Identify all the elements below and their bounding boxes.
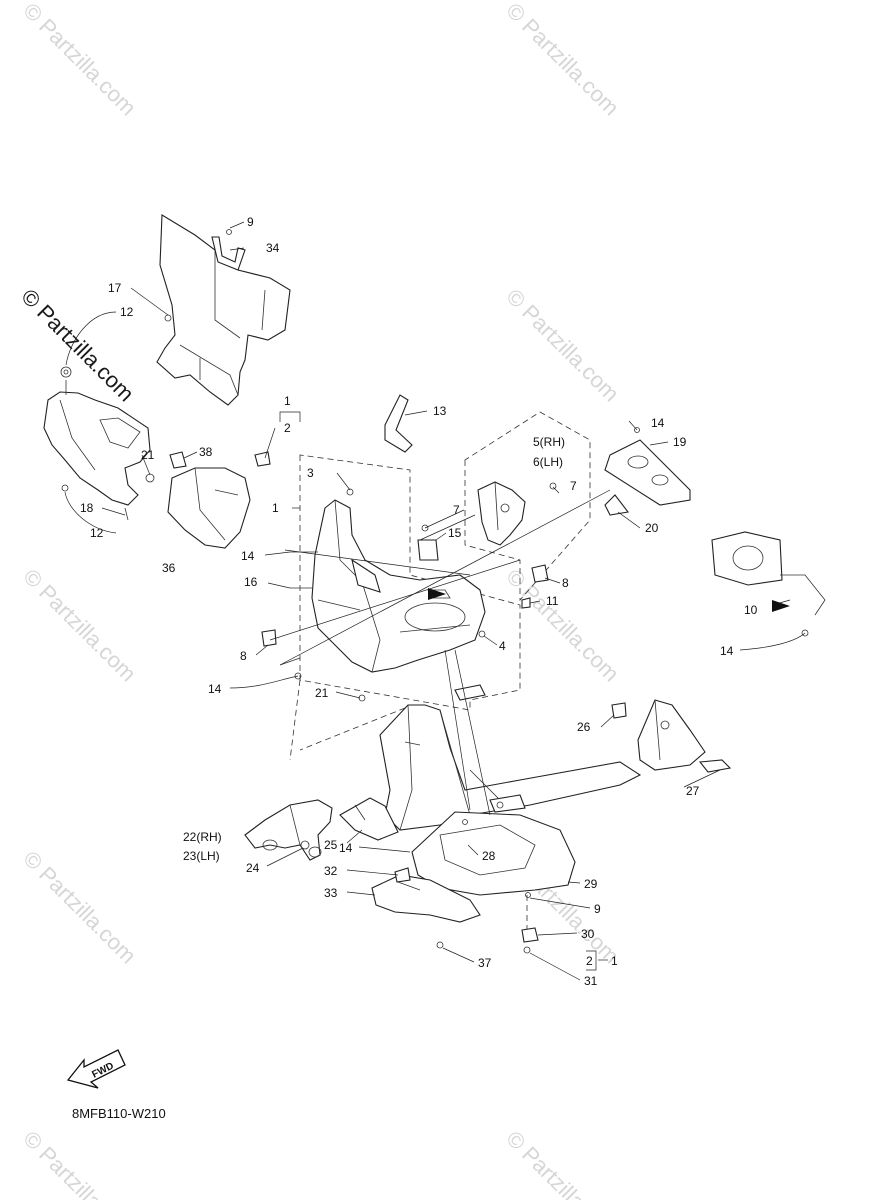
bracket-13	[384, 394, 413, 453]
watermark: © Partzilla.com	[18, 1126, 141, 1200]
callout-1: 1	[611, 954, 618, 968]
callout-labels: 9 34 17 12 1 2 13 14 19 5(RH) 6(LH) 21 3…	[80, 215, 758, 988]
callout-33: 33	[324, 886, 338, 900]
callout-12: 12	[120, 305, 134, 319]
callout-5-rh: 5(RH)	[533, 435, 565, 449]
fwd-arrow-icon: FWD	[66, 1049, 126, 1089]
callout-21: 21	[141, 448, 155, 462]
watermark: © Partzilla.com	[18, 0, 141, 120]
front-panel-assembly	[261, 488, 486, 702]
callout-2: 2	[586, 954, 593, 968]
callout-7: 7	[453, 503, 460, 517]
watermark: © Partzilla.com	[501, 284, 624, 407]
left-bracket-assembly	[43, 366, 155, 521]
callout-12: 12	[90, 526, 104, 540]
callout-3: 3	[307, 466, 314, 480]
callout-8: 8	[240, 649, 247, 663]
watermark: © Partzilla.com	[501, 0, 624, 120]
callout-22-rh: 22(RH)	[183, 830, 222, 844]
guard-33	[371, 867, 531, 954]
panel-36	[167, 451, 271, 549]
leader-lines	[64, 221, 806, 981]
callout-4: 4	[499, 639, 506, 653]
callout-36: 36	[162, 561, 176, 575]
callout-29: 29	[584, 877, 598, 891]
callout-17: 17	[108, 281, 122, 295]
bracket-25	[339, 797, 399, 841]
callout-11: 11	[546, 594, 559, 608]
callout-2: 2	[284, 421, 291, 435]
bracket-19	[604, 427, 691, 516]
callout-9: 9	[247, 215, 254, 229]
frame-assembly	[379, 684, 642, 831]
watermark: © Partzilla.com	[18, 846, 141, 969]
callout-1: 1	[272, 501, 279, 515]
bracket-5-6	[477, 481, 557, 609]
watermark: © Partzilla.com	[18, 564, 141, 687]
watermark: © Partzilla.com	[501, 1126, 624, 1200]
callout-16: 16	[244, 575, 258, 589]
callout-8: 8	[562, 576, 569, 590]
bracket-10	[711, 531, 826, 637]
callout-32: 32	[324, 864, 338, 878]
callout-37: 37	[478, 956, 492, 970]
skid-plate-28-29	[411, 811, 576, 943]
callout-10: 10	[744, 603, 758, 617]
callout-14: 14	[651, 416, 665, 430]
callout-14: 14	[339, 841, 353, 855]
callout-28: 28	[482, 849, 496, 863]
callout-13: 13	[433, 404, 447, 418]
callout-38: 38	[199, 445, 213, 459]
callout-14: 14	[241, 549, 255, 563]
dash-panel-assembly	[156, 214, 291, 406]
callout-27: 27	[686, 784, 700, 798]
callout-19: 19	[673, 435, 687, 449]
callout-30: 30	[581, 927, 595, 941]
callout-14: 14	[208, 682, 222, 696]
callout-7: 7	[570, 479, 577, 493]
callout-21: 21	[315, 686, 329, 700]
callout-15: 15	[448, 526, 462, 540]
callout-31: 31	[584, 974, 598, 988]
callout-26: 26	[577, 720, 591, 734]
callout-9: 9	[594, 902, 601, 916]
callout-20: 20	[645, 521, 659, 535]
callout-34: 34	[266, 241, 280, 255]
diagram-code: 8MFB110-W210	[72, 1106, 166, 1121]
bracket-26-27	[611, 699, 732, 773]
callout-25: 25	[324, 838, 338, 852]
watermark-dark: © Partzilla.com	[16, 284, 139, 407]
callout-6-lh: 6(LH)	[533, 455, 563, 469]
direction-marks	[428, 588, 790, 612]
callout-18: 18	[80, 501, 94, 515]
mount-22-23	[244, 799, 333, 861]
callout-23-lh: 23(LH)	[183, 849, 220, 863]
callout-1: 1	[284, 394, 291, 408]
callout-24: 24	[246, 861, 260, 875]
callout-14: 14	[720, 644, 734, 658]
